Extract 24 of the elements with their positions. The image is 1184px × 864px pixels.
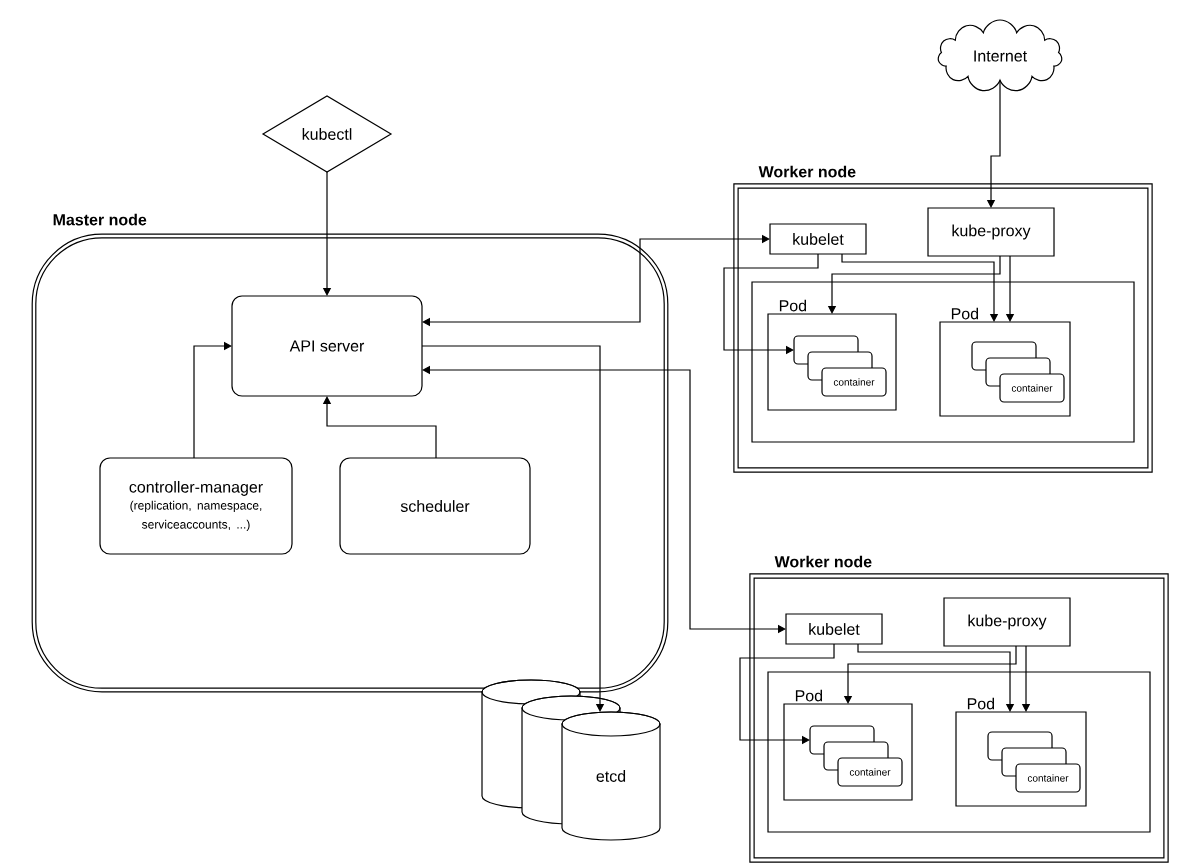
node-label: Pod bbox=[795, 689, 823, 702]
cloud-node: Internet bbox=[937, 19, 1063, 92]
process-box: kube-proxy bbox=[927, 207, 1055, 257]
arrow bbox=[322, 396, 437, 459]
node-label: etcd bbox=[596, 770, 626, 782]
arrow bbox=[422, 234, 770, 327]
node-label: Worker node bbox=[774, 555, 872, 568]
node-label: Master node bbox=[53, 213, 147, 226]
node-label: Pod bbox=[967, 697, 995, 710]
arrow bbox=[421, 345, 605, 712]
arrow bbox=[193, 341, 232, 459]
database-drawing: etcd bbox=[481, 679, 661, 841]
arrow bbox=[841, 253, 999, 322]
node-label: Pod bbox=[951, 307, 979, 320]
runtime-box bbox=[767, 671, 1151, 833]
process-box: kube-proxy bbox=[943, 597, 1071, 647]
node-label: Worker node bbox=[758, 165, 856, 178]
node-label: Pod bbox=[779, 299, 807, 312]
process-box: scheduler bbox=[339, 457, 531, 555]
process-box: API server bbox=[231, 295, 423, 397]
process-box: kubelet bbox=[769, 223, 867, 255]
process-box: kubelet bbox=[785, 613, 883, 645]
runtime-box bbox=[751, 281, 1135, 443]
arrow bbox=[857, 643, 1015, 712]
